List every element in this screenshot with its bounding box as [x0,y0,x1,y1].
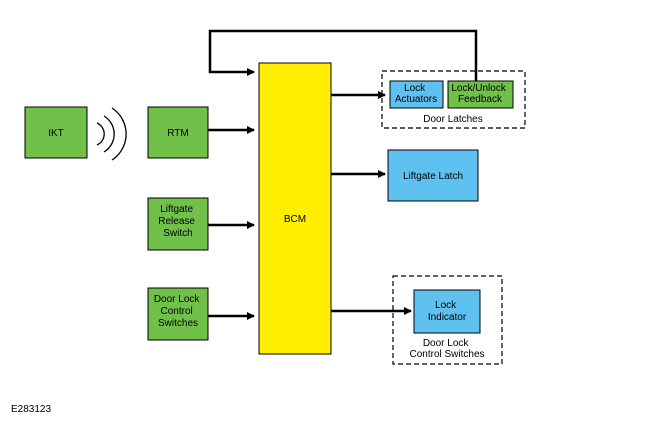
door-latches-group [381,70,526,129]
door-lock-control-switches-group [392,275,503,365]
ikt-label: IKT [48,128,64,139]
lock-actuators-block [389,80,444,109]
lock-unlock-feedback-block [447,80,514,109]
liftgate-latch-block [387,149,479,202]
door-lock-control-switches-group-label: Door Lock Control Switches [409,338,484,360]
figure-reference-code: E283123 [11,404,51,415]
lock-actuators-label: Lock Actuators [395,83,437,105]
lock-indicator-label: Lock Indicator [428,300,467,323]
liftgate-release-switch-label: Liftgate Release Switch [158,204,197,239]
door-latches-group-label: Door Latches [423,114,482,125]
lock-unlock-feedback-label: Lock/Unlock Feedback [451,83,508,105]
lock-indicator-block [413,289,481,334]
door-lock-control-switches-block [147,287,209,341]
bcm-block [258,62,332,355]
feedback-loop-line [208,29,478,81]
wireless-signal-icon [96,107,127,161]
door-lock-control-switches-label: Door Lock Control Switches [154,294,202,329]
rtm-block [147,106,209,159]
rtm-label: RTM [167,128,188,139]
liftgate-latch-label: Liftgate Latch [403,171,463,182]
bcm-label: BCM [284,214,306,225]
ikt-block [24,106,88,159]
